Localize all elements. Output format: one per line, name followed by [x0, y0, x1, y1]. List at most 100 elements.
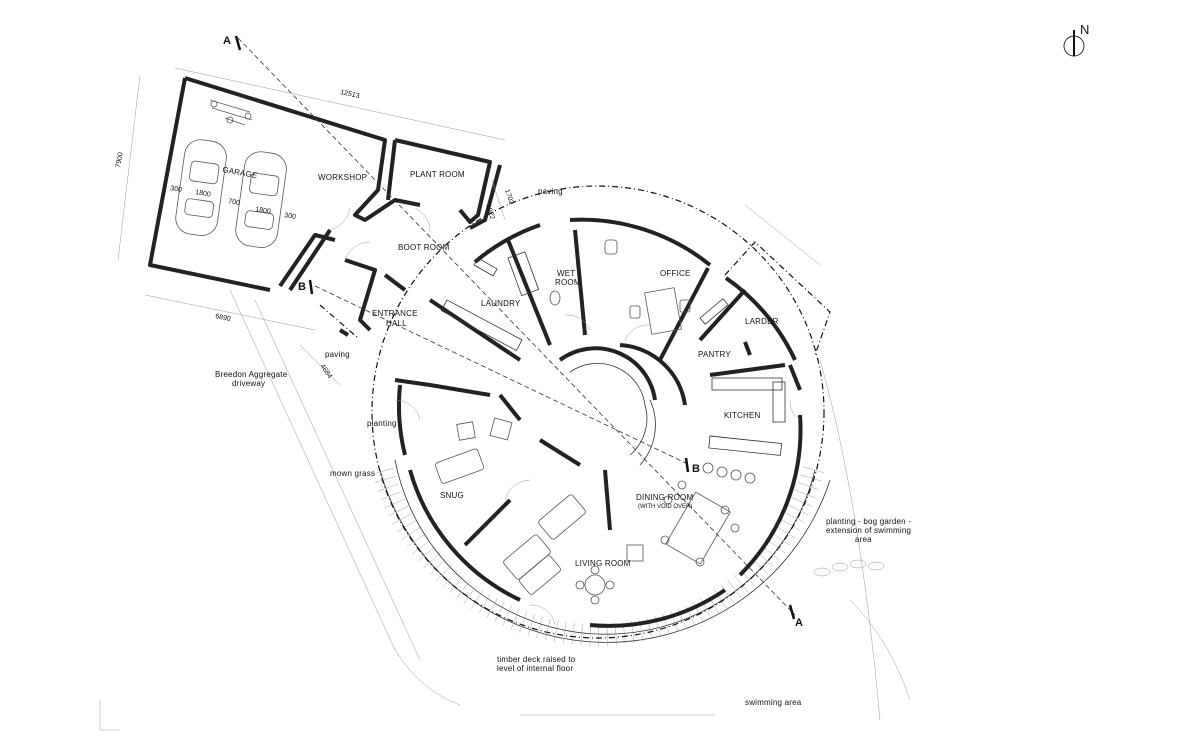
deck-board — [374, 475, 396, 483]
deck-board — [423, 553, 441, 569]
deck-board — [417, 546, 435, 562]
dim-g300a: 300 — [170, 185, 183, 194]
label-office: OFFICE — [660, 269, 691, 278]
label-garage: GARAGE — [222, 165, 258, 180]
deck-board — [692, 601, 703, 622]
dim-bottom: 6890 — [215, 313, 232, 323]
dim-top: 12513 — [340, 89, 361, 100]
house-walls — [394, 217, 803, 628]
deck-board — [795, 489, 816, 499]
deck-board — [780, 519, 800, 531]
label-paving-left: paving — [325, 350, 350, 359]
deck-board — [396, 520, 417, 532]
deck-board — [589, 623, 591, 646]
upper-floor-outline — [319, 185, 831, 639]
deck-board — [372, 468, 394, 475]
deck-board — [442, 570, 458, 588]
label-driveway-1: Breedon Aggregate — [215, 370, 288, 379]
label-laundry: LAUNDRY — [481, 299, 521, 308]
section-b-right: B — [692, 463, 700, 475]
fitted-units — [440, 251, 786, 456]
label-deck-1: timber deck raised to — [497, 655, 576, 664]
deck-board — [707, 593, 719, 613]
door-swings — [329, 207, 801, 626]
deck-board — [486, 598, 498, 618]
dim-g1800b: 1800 — [255, 206, 272, 216]
deck-board — [791, 497, 813, 507]
label-deck-2: level of internal floor — [497, 664, 573, 673]
deck-board — [463, 585, 477, 604]
deck-board — [797, 482, 819, 490]
label-hall: HALL — [386, 319, 407, 328]
deck-board — [456, 580, 470, 599]
deck-board — [580, 623, 583, 646]
deck-board — [699, 597, 711, 618]
north-arrow-icon: N — [1063, 22, 1089, 57]
label-entrance: ENTRANCE — [372, 309, 418, 318]
deck-board — [380, 491, 402, 500]
deck-board — [536, 616, 543, 638]
site-labels: paving paving Breedon Aggregate driveway… — [215, 187, 911, 707]
label-workshop: WORKSHOP — [318, 173, 367, 182]
label-bog-1: planting - bog garden - — [826, 517, 911, 526]
deck-board — [771, 532, 791, 546]
dim-1922: 1922 — [484, 203, 496, 220]
label-boot-room: BOOT ROOM — [398, 243, 450, 252]
deck-board — [392, 513, 412, 525]
deck-board — [510, 608, 520, 630]
deck-board — [733, 574, 748, 592]
deck-board — [788, 504, 809, 515]
deck-board — [571, 622, 575, 645]
deck-board — [545, 618, 551, 641]
deck-board — [776, 526, 796, 539]
deck-board — [519, 611, 528, 633]
dimension-lines: 12513 7900 6890 4684 1702 1922 300 1800 … — [115, 67, 515, 386]
label-driveway-2: driveway — [232, 379, 265, 388]
deck-board — [713, 589, 727, 608]
deck-board — [727, 579, 741, 598]
label-paving-top: paving — [538, 187, 563, 196]
dim-g300b: 300 — [284, 212, 297, 221]
deck-board — [527, 614, 535, 636]
room-labels: GARAGE WORKSHOP PLANT ROOM BOOT ROOM ENT… — [222, 165, 779, 568]
label-swimming: swimming area — [745, 698, 802, 707]
label-mown-grass: mown grass — [330, 469, 375, 478]
label-plant-room: PLANT ROOM — [410, 170, 465, 179]
deck-board — [802, 466, 825, 473]
furniture — [175, 99, 756, 605]
deck-board — [554, 620, 559, 642]
dim-1702: 1702 — [503, 188, 515, 205]
deck-board — [784, 512, 805, 523]
section-a-top: A — [223, 35, 231, 47]
label-pantry: PANTRY — [698, 350, 731, 359]
label-larder: LARDER — [745, 317, 779, 326]
north-label: N — [1080, 22, 1089, 37]
label-bog-2: extension of swimming — [826, 526, 911, 535]
car-1 — [175, 139, 227, 236]
dim-g1800a: 1800 — [195, 189, 212, 199]
label-bog-3: area — [855, 535, 872, 544]
deck-board — [429, 559, 446, 575]
deck-board — [449, 575, 464, 593]
dim-left: 7900 — [115, 152, 125, 169]
section-a-bottom: A — [795, 617, 803, 629]
bikes — [209, 99, 253, 126]
section-b-left: B — [298, 281, 306, 293]
car-2 — [235, 151, 287, 248]
deck-board — [494, 602, 505, 623]
dim-g700: 700 — [228, 198, 241, 207]
label-dining-note: (WITH VOID OVER) — [638, 504, 692, 510]
deck-board — [562, 621, 567, 644]
label-wet-room: ROOM — [555, 278, 581, 287]
deck-board — [377, 483, 399, 492]
deck-board — [471, 590, 484, 609]
label-planting: planting — [367, 419, 397, 428]
deck-board — [720, 584, 734, 603]
label-dining-room: DINING ROOM — [636, 493, 693, 502]
deck-board — [388, 506, 409, 517]
deck-board — [502, 605, 512, 626]
deck-board — [478, 594, 491, 614]
deck-board — [411, 540, 430, 555]
deck-board — [406, 534, 425, 548]
